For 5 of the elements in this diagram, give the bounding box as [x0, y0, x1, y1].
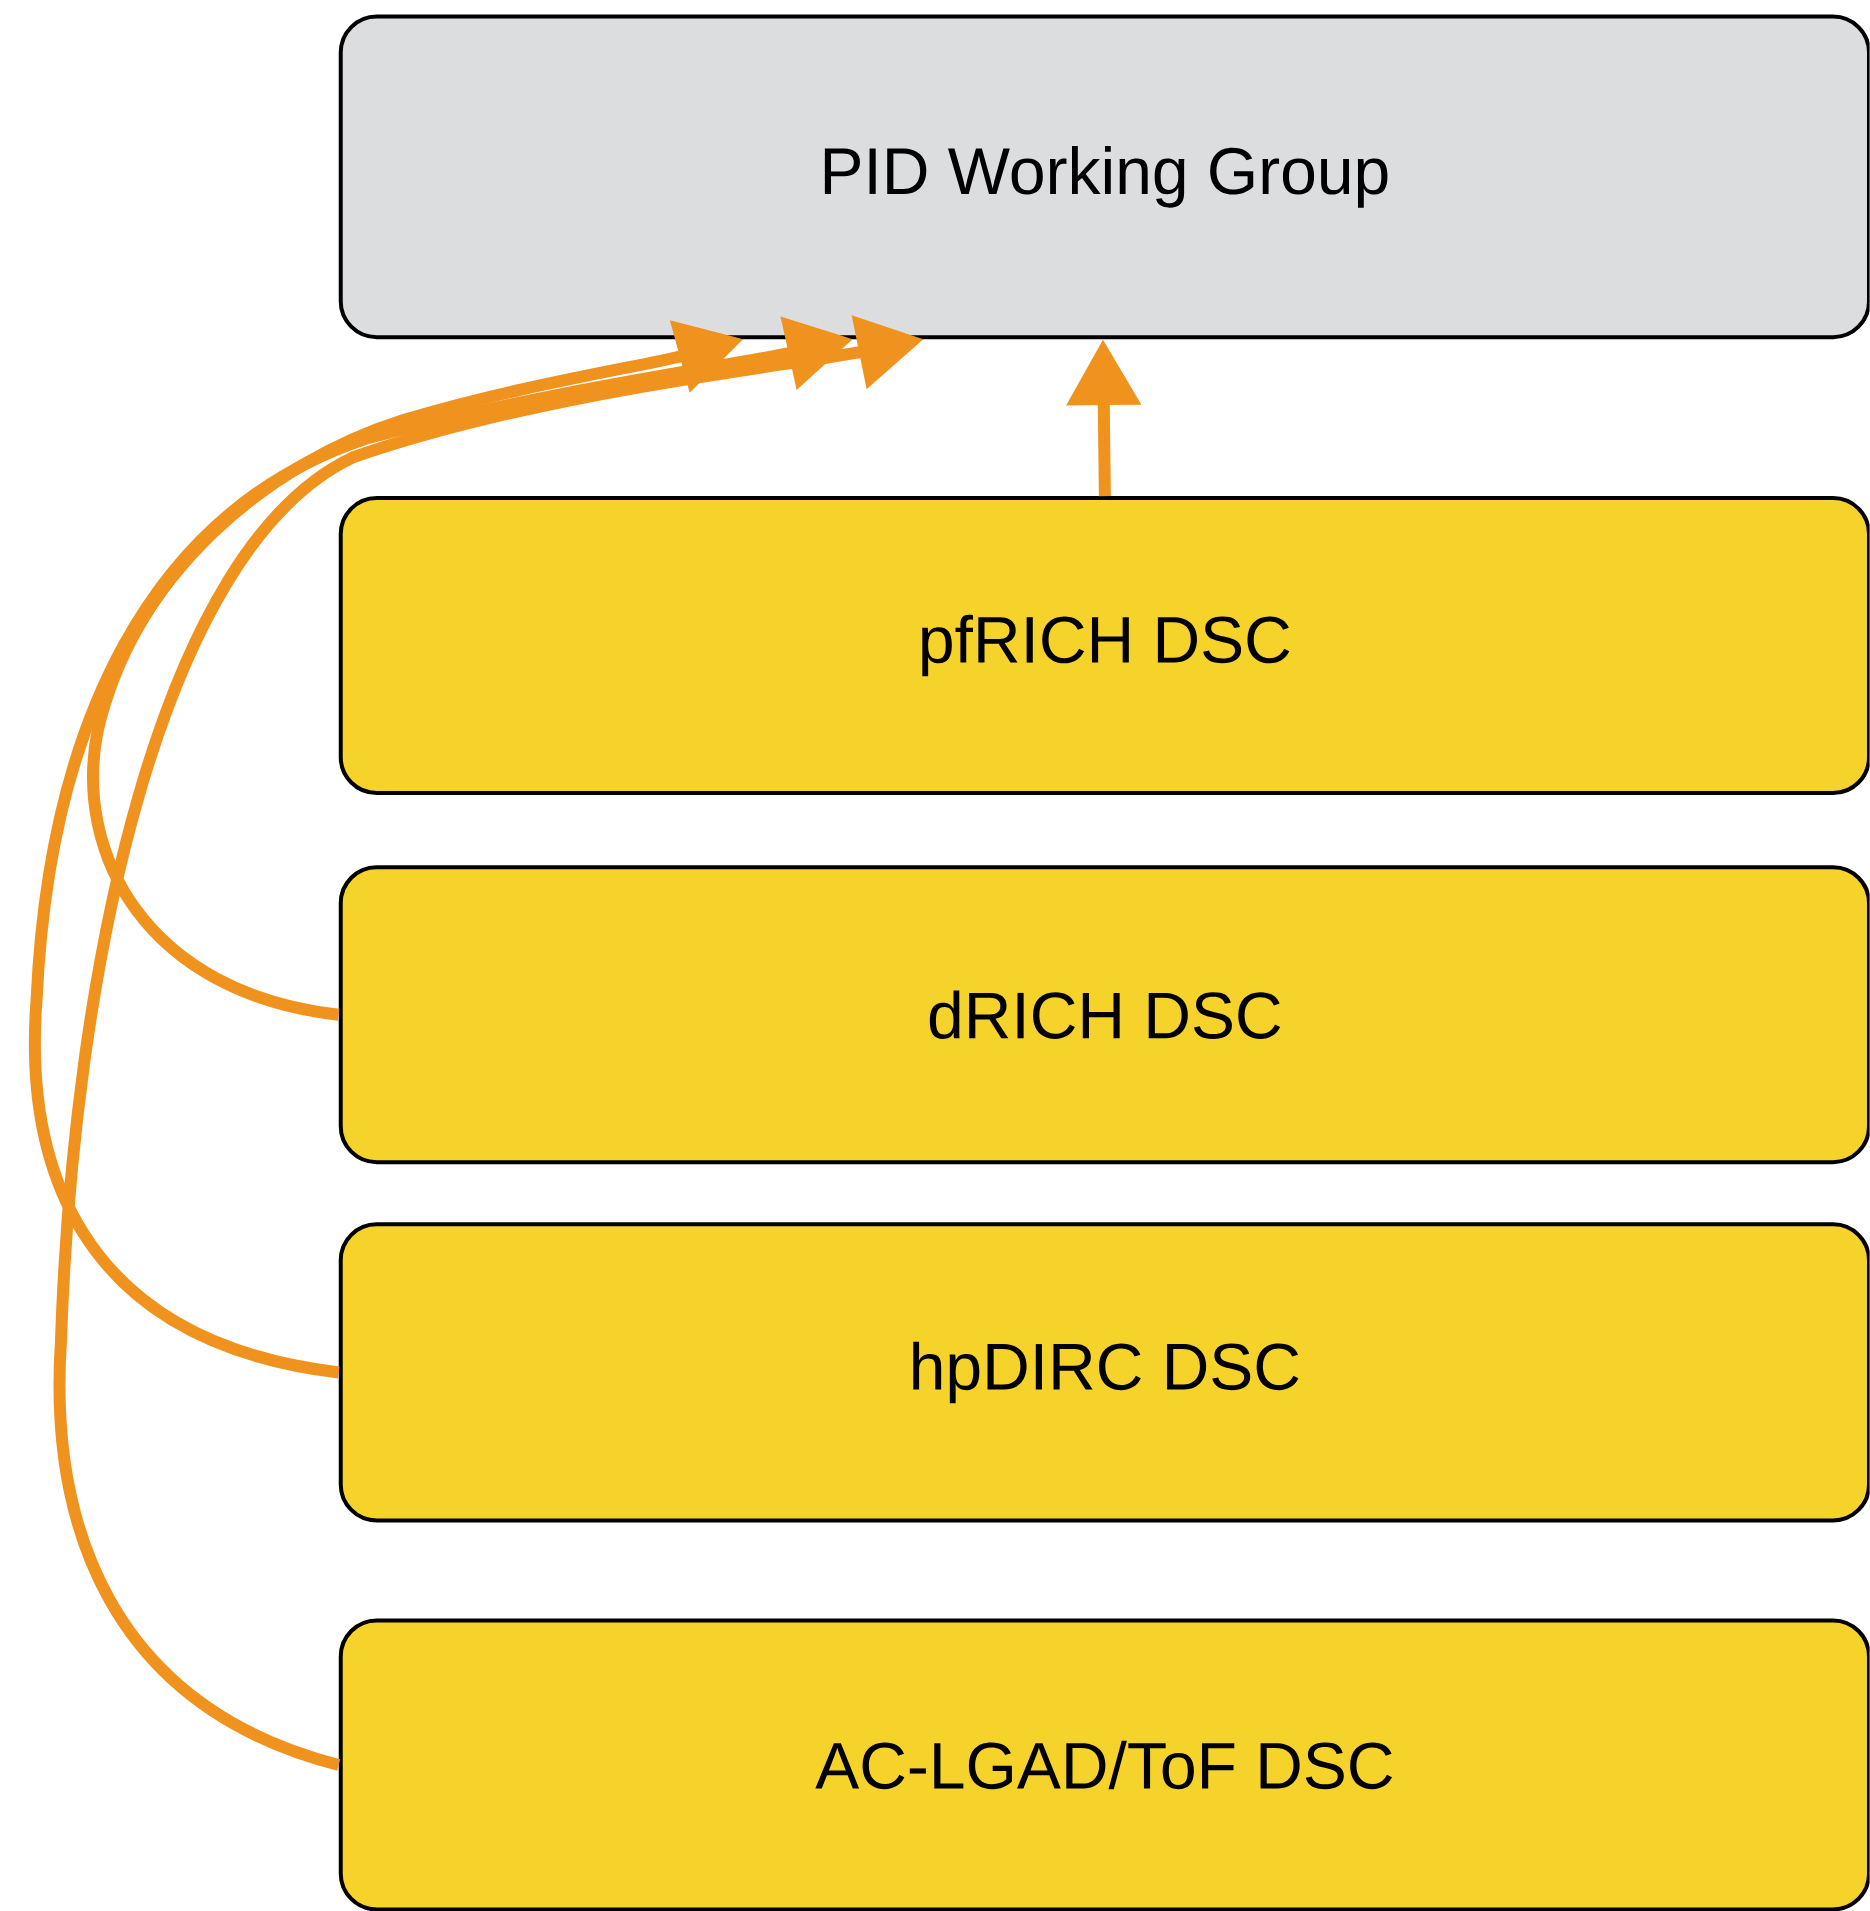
group-box: PID Working Group [338, 14, 1870, 340]
team-box: pfRICH DSC [338, 496, 1870, 796]
team-box: AC-LGAD/ToF DSC [338, 1618, 1870, 1911]
team-box: dRICH DSC [338, 865, 1870, 1165]
team-box: hpDIRC DSC [338, 1222, 1870, 1523]
